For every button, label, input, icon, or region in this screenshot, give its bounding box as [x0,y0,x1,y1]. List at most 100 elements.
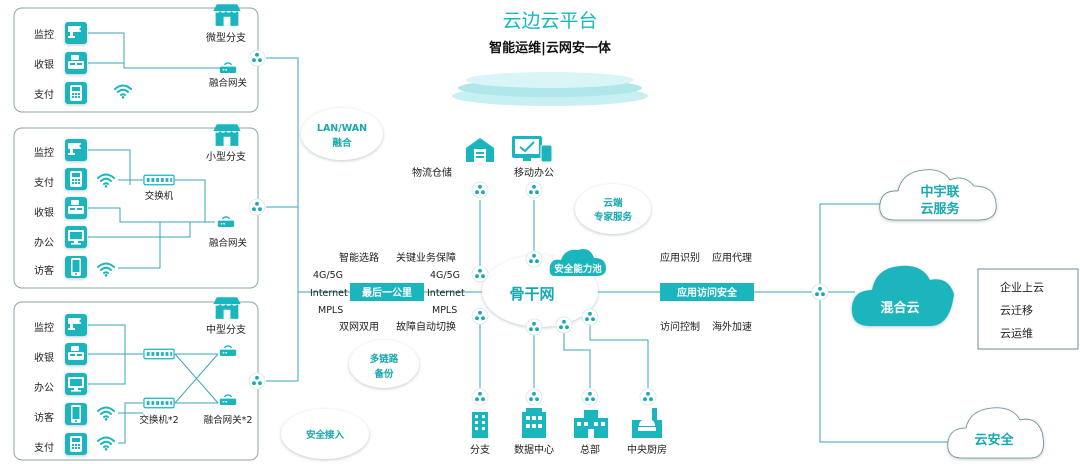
link-type-label: Internet [427,288,465,299]
store-icon [213,4,241,26]
switch-icon [143,348,175,360]
headquarters-icon [574,410,608,438]
switch-icon [143,174,175,186]
mobile-phone-icon [71,405,81,423]
network-node-icon [248,49,266,67]
link-type-label: MPLS [318,305,343,316]
site-mobile-office: 移动办公 [512,136,554,199]
bubble-lan-wan: LAN/WAN 融合 [301,108,383,160]
store-icon [213,297,241,319]
service-item: 云迁移 [1000,304,1033,317]
device-label: 监控 [34,146,54,159]
network-node-icon [811,283,829,301]
link-type-label: Internet [310,288,348,299]
bubble-secure-access: 安全接入 [281,409,369,459]
payment-terminal-icon [70,85,82,101]
datacenter-icon [522,408,546,438]
cloud-security: 云安全 [947,407,1044,459]
bubble-text: 多链路 [370,353,399,365]
network-node-icon [525,181,543,199]
site-label: 数据中心 [514,443,554,456]
bubble-text: 云端 [603,197,623,209]
bubble-text: 融合 [332,137,352,149]
gateway-label: 融合网关 [209,77,248,89]
network-node-icon [525,388,543,406]
device-label: 办公 [34,381,54,394]
site-branch: 分支 [470,388,490,456]
switch-icon [143,397,175,409]
security-pool: 安全能力池 [549,249,606,276]
network-node-icon [471,307,489,325]
device-label: 办公 [34,236,54,249]
services-box: 企业上云 云迁移 云运维 [977,268,1079,350]
branch-small-name: 小型分支 [206,150,246,163]
network-node-icon [525,318,543,336]
feature-label: 海外加速 [712,320,752,333]
connector-lines [266,57,948,443]
link-type-label: 4G/5G [430,270,460,281]
bubble-cloud-expert: 云端 专家服务 [575,184,651,234]
device-label: 监控 [34,28,54,41]
device-label: 收银 [34,58,54,71]
security-pool-label: 安全能力池 [554,263,602,275]
kitchen-icon [632,408,662,438]
app-access-group: 应用识别 应用代理 应用访问安全 访问控制 海外加速 [660,251,754,333]
network-node-icon [581,308,599,326]
branch-micro: 微型分支 监控 收银 支付 融合网关 [13,4,266,113]
link-type-label: 4G/5G [313,270,343,281]
bubble-text: 专家服务 [594,211,633,223]
mobile-phone-icon [71,258,81,276]
branch-small: 小型分支 监控 支付 收银 办公 访客 交换机 融合网关 [13,124,266,289]
device-label: 支付 [34,88,54,101]
network-node-icon [525,250,543,268]
site-label: 移动办公 [514,166,554,179]
network-node-icon [555,316,573,334]
device-label: 支付 [34,441,54,454]
site-hq: 总部 [574,388,608,456]
last-mile-group: 智能选路 关键业务保障 4G/5G Internet MPLS 最后一公里 4G… [310,251,465,333]
device-label: 访客 [34,411,54,424]
bubble-text: 备份 [373,368,394,380]
app-access-box: 应用访问安全 [677,286,738,299]
site-label: 总部 [580,443,600,456]
service-item: 企业上云 [1000,280,1044,294]
device-label: 访客 [34,264,54,277]
service-item: 云运维 [1000,327,1033,340]
bubble-text: 安全接入 [306,429,345,441]
cloud-zyl-service: 中宇联 云服务 [879,169,997,221]
feature-label: 关键业务保障 [396,251,456,264]
feature-label: 应用代理 [712,251,752,264]
branch-medium: 中型分支 监控 收银 办公 访客 支付 交换机*2 融合网关*2 [13,297,266,461]
platform-title: 云边云平台 [502,10,597,32]
cloud-label: 中宇联 [920,184,959,200]
site-label: 分支 [470,444,490,456]
device-label: 监控 [34,321,54,334]
platform-disc-icon [452,72,648,106]
mobile-office-icon [512,136,553,163]
cloud-label: 云服务 [920,201,960,217]
store-icon [213,124,241,146]
site-label: 物流仓储 [412,166,452,179]
link-type-label: MPLS [432,305,457,316]
bubble-text: LAN/WAN [317,123,367,134]
payment-terminal-icon [70,436,82,452]
device-label: 支付 [34,176,54,189]
feature-label: 应用识别 [660,251,700,264]
network-node-icon [471,265,489,283]
network-node-icon [581,388,599,406]
site-logistics: 物流仓储 [412,138,494,199]
last-mile-box: 最后一公里 [362,286,412,299]
payment-terminal-icon [70,171,82,187]
gateway-label: 融合网关 [209,237,248,249]
cloud-hybrid: 混合云 [851,265,954,326]
feature-label: 故障自动切换 [396,320,456,333]
switch-label: 交换机 [145,190,174,202]
branch-medium-name: 中型分支 [206,323,246,336]
platform-subtitle: 智能运维|云网安一体 [489,40,612,56]
network-node-icon [639,388,657,406]
network-node-icon [248,372,266,390]
feature-label: 双网双用 [339,321,379,333]
switch-label: 交换机*2 [139,414,178,426]
